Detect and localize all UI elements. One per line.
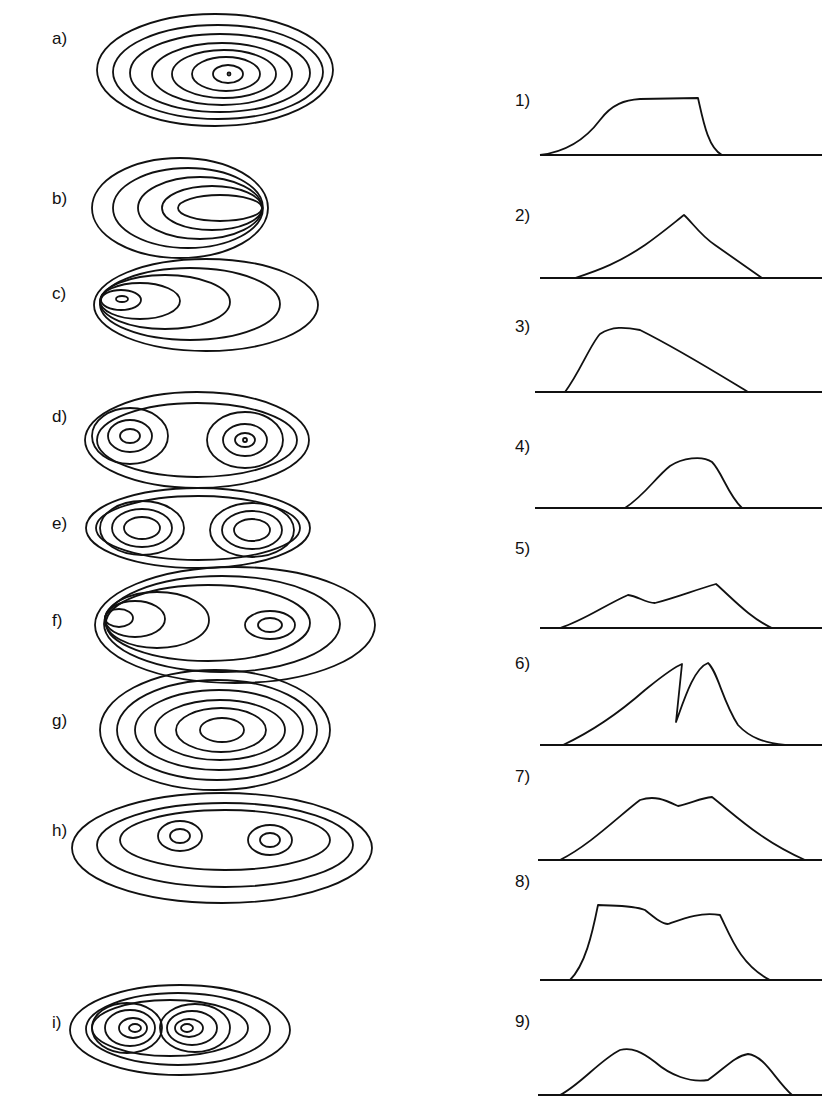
panel-number: 3) [515,318,530,335]
panel-letter: d) [52,408,67,425]
panel-number: 1) [515,92,530,109]
panel-letter: b) [52,190,67,207]
contour-map [97,14,333,126]
panel-letter: e) [52,515,67,532]
contour-map [100,670,330,790]
panel-letter: i) [52,1014,61,1031]
contour-map [72,793,372,903]
profile-curve [540,98,822,155]
profile-curve [540,663,822,745]
panel-letter: a) [52,30,67,47]
panel-number: 6) [515,655,530,672]
panel-letter: h) [52,822,67,839]
profile-curve [540,584,822,628]
profile-curve [540,905,822,980]
profile-curve [538,1049,822,1095]
contour-map [95,567,375,683]
panel-number: 5) [515,540,530,557]
panel-number: 2) [515,207,530,224]
profile-curve [538,797,822,860]
panel-letter: c) [52,285,66,302]
contour-map [94,259,318,351]
contour-map [70,985,290,1075]
profile-curve [535,458,822,508]
panel-number: 7) [515,768,530,785]
panel-number: 9) [515,1013,530,1030]
panel-number: 8) [515,873,530,890]
contour-map [92,158,268,258]
profile-curve [540,215,822,278]
profile-curve [535,328,822,392]
contour-map [85,392,309,488]
panel-letter: g) [52,712,67,729]
panel-letter: f) [52,612,62,629]
contour-map [86,488,310,568]
panel-number: 4) [515,438,530,455]
